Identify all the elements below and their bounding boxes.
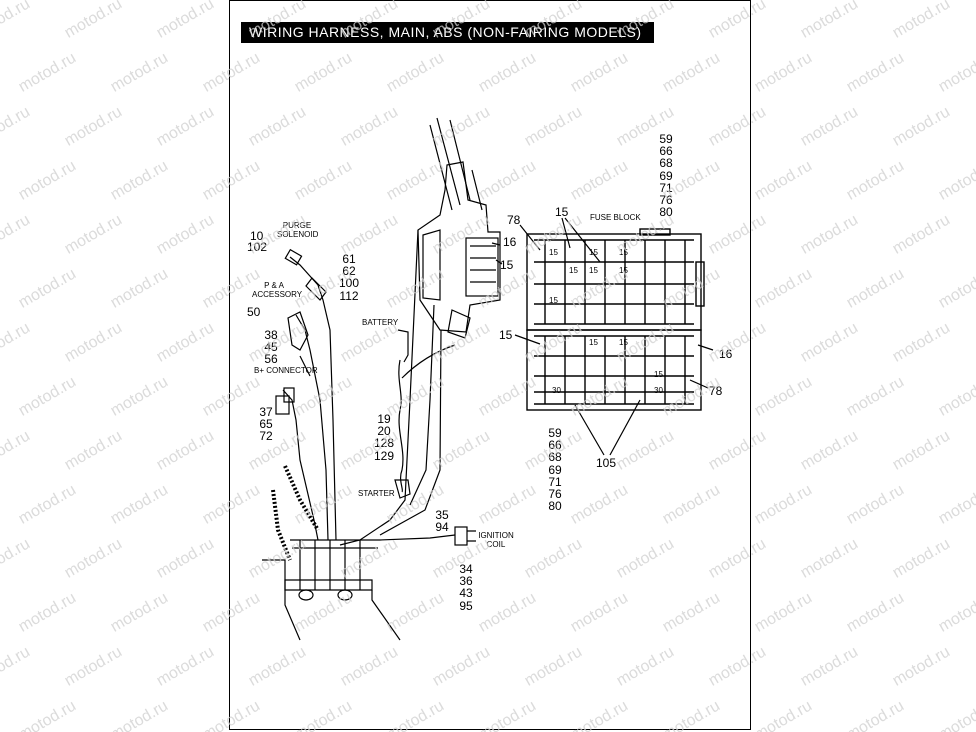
callout-number: 72	[259, 429, 273, 444]
conduit-left	[283, 465, 320, 532]
callout-number: 129	[373, 448, 395, 463]
callout-number: 76	[659, 193, 673, 208]
fuse-block-label: FUSE BLOCK	[590, 213, 641, 222]
callout-number: 71	[659, 180, 673, 195]
callout-number: 66	[659, 144, 673, 159]
b-plus-connector-label: B+ CONNECTOR	[254, 366, 318, 375]
fuse-block	[526, 228, 705, 411]
callout-105: 105	[596, 456, 617, 470]
frame	[262, 559, 401, 641]
callout-15: 15	[500, 258, 514, 272]
callout-list-top: 59 66 68 69 71 76 80	[654, 132, 678, 220]
callout-number: 71	[548, 474, 562, 489]
callout-102: 102	[247, 240, 268, 254]
callout-number: 68	[548, 450, 562, 465]
callout-number: 61	[342, 252, 356, 266]
fuse-cell-label: 15	[619, 248, 628, 257]
callout-number: 65	[259, 417, 273, 432]
callout-number: 38	[264, 328, 278, 342]
callout-number: 19	[377, 412, 391, 426]
callout-15: 15	[555, 205, 569, 219]
callout-number: 69	[548, 462, 562, 477]
ignition-coil-branch	[379, 534, 456, 541]
callout-number: 35	[435, 508, 449, 522]
callout-16: 16	[503, 235, 517, 249]
pa-accessory-label: P & A ACCESSORY	[252, 281, 303, 299]
fuse-cell-label: 15	[549, 296, 558, 305]
bracket-assembly	[417, 161, 501, 333]
callout-15: 15	[499, 328, 513, 342]
callout-number: 43	[459, 586, 473, 601]
callout-number: 56	[264, 352, 278, 367]
callout-19-group: 19 20 128 129	[370, 413, 398, 462]
callout-78: 78	[709, 384, 723, 398]
battery-label: BATTERY	[362, 318, 399, 327]
callout-number: 68	[659, 156, 673, 171]
callout-50: 50	[247, 305, 261, 319]
ignition-coil-label: IGNITION COIL	[478, 531, 514, 549]
fuse-cell-label: 15	[589, 266, 598, 275]
callout-number: 59	[659, 132, 673, 146]
callout-number: 45	[264, 340, 278, 355]
callout-number: 37	[259, 405, 273, 419]
callout-number: 95	[459, 598, 473, 613]
callout-number: 62	[342, 264, 356, 279]
fuse-cell-label: 30	[552, 386, 561, 395]
callout-61-group: 61 62 100 112	[336, 253, 362, 302]
callout-16: 16	[719, 347, 733, 361]
fuse-cell-label: 30	[654, 386, 663, 395]
battery-lead	[397, 329, 409, 363]
fuse-cell-label: 15	[654, 370, 663, 379]
callout-number: 80	[548, 499, 562, 514]
connector-block	[465, 237, 499, 297]
callout-number: 112	[339, 288, 359, 303]
page-title: WIRING HARNESS, MAIN, ABS (NON-FAIRING M…	[241, 22, 654, 43]
main-harness	[339, 229, 419, 546]
pa-accessory-branch	[295, 314, 329, 541]
callout-number: 34	[459, 562, 473, 576]
starter-label: STARTER	[358, 489, 395, 498]
callout-number: 76	[548, 487, 562, 502]
fuse-cell-label: 15	[619, 338, 628, 347]
callout-37-group: 37 65 72	[255, 406, 277, 443]
fuse-cell-label: 15	[619, 266, 628, 275]
callout-10: 10	[250, 229, 264, 243]
callout-number: 94	[435, 520, 449, 535]
callout-35-group: 35 94	[431, 508, 453, 535]
callout-number: 69	[659, 168, 673, 183]
fuse-cell-label: 15	[569, 266, 578, 275]
callout-34-group: 34 36 43 95	[455, 563, 477, 612]
callout-number: 128	[373, 436, 395, 451]
diagram-page	[229, 0, 751, 730]
callout-number: 20	[377, 424, 391, 439]
callout-number: 100	[338, 276, 360, 291]
callout-number: 66	[548, 438, 562, 453]
callout-number: 59	[548, 426, 562, 440]
callout-number: 80	[659, 205, 673, 220]
callout-78: 78	[507, 213, 521, 227]
fuse-cell-label: 15	[589, 338, 598, 347]
fuse-cell-label: 15	[549, 248, 558, 257]
callout-number: 36	[459, 574, 473, 589]
callout-list-bottom: 59 66 68 69 71 76 80	[543, 426, 567, 514]
purge-solenoid-label: PURGE SOLENOID	[277, 221, 319, 239]
purge-solenoid-branch	[289, 256, 337, 541]
callout-38-group: 38 45 56	[260, 329, 282, 366]
fuse-cell-label: 15	[589, 248, 598, 257]
b-plus-branch	[282, 389, 319, 541]
